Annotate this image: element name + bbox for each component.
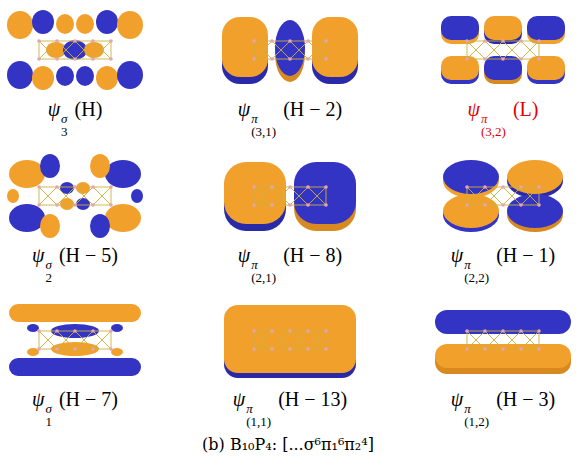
subscript: (3,1) <box>251 125 276 139</box>
index-stack: 2σ <box>45 258 52 285</box>
level: (H − 8) <box>278 244 342 266</box>
subscript: (2,2) <box>464 271 489 285</box>
superscript: π <box>481 112 488 126</box>
level: (H − 5) <box>54 244 118 266</box>
subscript: 3 <box>61 125 68 139</box>
superscript: σ <box>45 402 51 416</box>
superscript: π <box>246 402 253 416</box>
orbital-psi21-pi <box>224 162 356 231</box>
orbital-psi2-sigma <box>7 154 143 238</box>
level: (L) <box>508 98 539 120</box>
level: (H − 2) <box>278 98 342 120</box>
symbol: ψ <box>451 244 463 266</box>
orbital-psi12-pi <box>435 310 571 374</box>
index-stack: (3,2)π <box>481 112 506 139</box>
orbital-psi11-pi <box>224 305 356 378</box>
orbital-psi3-sigma <box>7 10 143 90</box>
superscript: π <box>464 258 471 272</box>
level: (H − 1) <box>491 244 555 266</box>
symbol: ψ <box>238 244 250 266</box>
superscript: σ <box>45 258 51 272</box>
orbital-label: ψ(3,2)π (L) <box>468 97 539 139</box>
level: (H − 3) <box>491 388 555 410</box>
subscript: (1,1) <box>246 415 271 429</box>
superscript: σ <box>61 112 67 126</box>
symbol: ψ <box>468 98 480 120</box>
symbol: ψ <box>48 98 60 120</box>
index-stack: (3,1)π <box>251 112 276 139</box>
orbital-psi32-pi <box>441 16 565 84</box>
index-stack: (1,2)π <box>464 402 489 429</box>
orbital-label: ψ1σ (H − 7) <box>32 387 118 429</box>
level: (H − 7) <box>54 388 118 410</box>
orbital-psi1-sigma <box>9 304 141 376</box>
figure-caption: (b) B₁₀P₄: [...σ⁶π₁⁶π₂⁴] <box>202 435 374 454</box>
superscript: π <box>464 402 471 416</box>
symbol: ψ <box>238 98 250 120</box>
orbital-label: ψ(1,1)π (H − 13) <box>233 387 347 429</box>
orbital-label: ψ(2,1)π (H − 8) <box>238 243 342 285</box>
orbital-label: ψ(1,2)π (H − 3) <box>451 387 555 429</box>
orbital-label: ψ3σ (H) <box>48 97 103 139</box>
index-stack: (1,1)π <box>246 402 271 429</box>
subscript: (3,2) <box>481 125 506 139</box>
subscript: 1 <box>45 415 52 429</box>
orbital-label: ψ2σ (H − 5) <box>32 243 118 285</box>
orbital-label: ψ(2,2)π (H − 1) <box>451 243 555 285</box>
index-stack: 3σ <box>61 112 68 139</box>
level: (H) <box>70 98 103 120</box>
symbol: ψ <box>233 388 245 410</box>
orbital-psi22-pi <box>443 160 563 232</box>
subscript: 2 <box>45 271 52 285</box>
orbital-label: ψ(3,1)π (H − 2) <box>238 97 342 139</box>
index-stack: (2,1)π <box>251 258 276 285</box>
index-stack: (2,2)π <box>464 258 489 285</box>
level: (H − 13) <box>273 388 347 410</box>
symbol: ψ <box>32 388 44 410</box>
superscript: π <box>251 258 258 272</box>
index-stack: 1σ <box>45 402 52 429</box>
superscript: π <box>251 112 258 126</box>
orbital-psi31-pi <box>222 17 358 84</box>
subscript: (2,1) <box>251 271 276 285</box>
symbol: ψ <box>451 388 463 410</box>
symbol: ψ <box>32 244 44 266</box>
subscript: (1,2) <box>464 415 489 429</box>
